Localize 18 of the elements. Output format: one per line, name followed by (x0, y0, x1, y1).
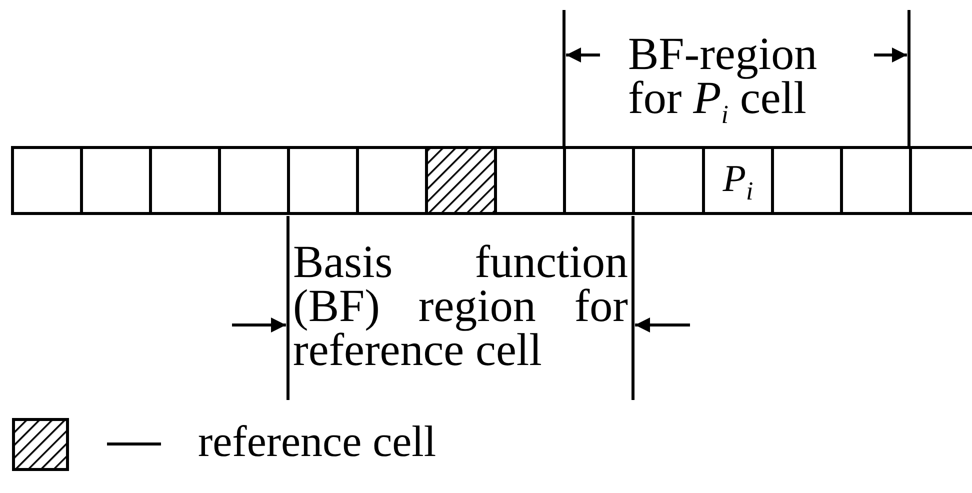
grid-cell (494, 146, 564, 215)
dimension-label: Basis function (BF) region for reference cell (293, 240, 628, 372)
grid-cell (286, 146, 357, 215)
grid-cell (702, 146, 772, 215)
grid-cell (632, 146, 702, 215)
hatched-cell (425, 146, 496, 215)
grid-cell (218, 146, 288, 215)
dimension-label: BF-region for P$_{i}$ cell (628, 32, 818, 132)
grid-cell (840, 146, 910, 215)
grid-cell (148, 146, 219, 215)
grid-cell (80, 146, 150, 215)
cell-label: P$_{i}$ (722, 157, 754, 208)
grid-cell (10, 146, 80, 215)
grid-cell (356, 146, 426, 215)
grid-cell (908, 146, 972, 215)
grid-cell (563, 146, 634, 215)
grid-cell (770, 146, 841, 215)
legend-text: reference cell (198, 420, 436, 464)
